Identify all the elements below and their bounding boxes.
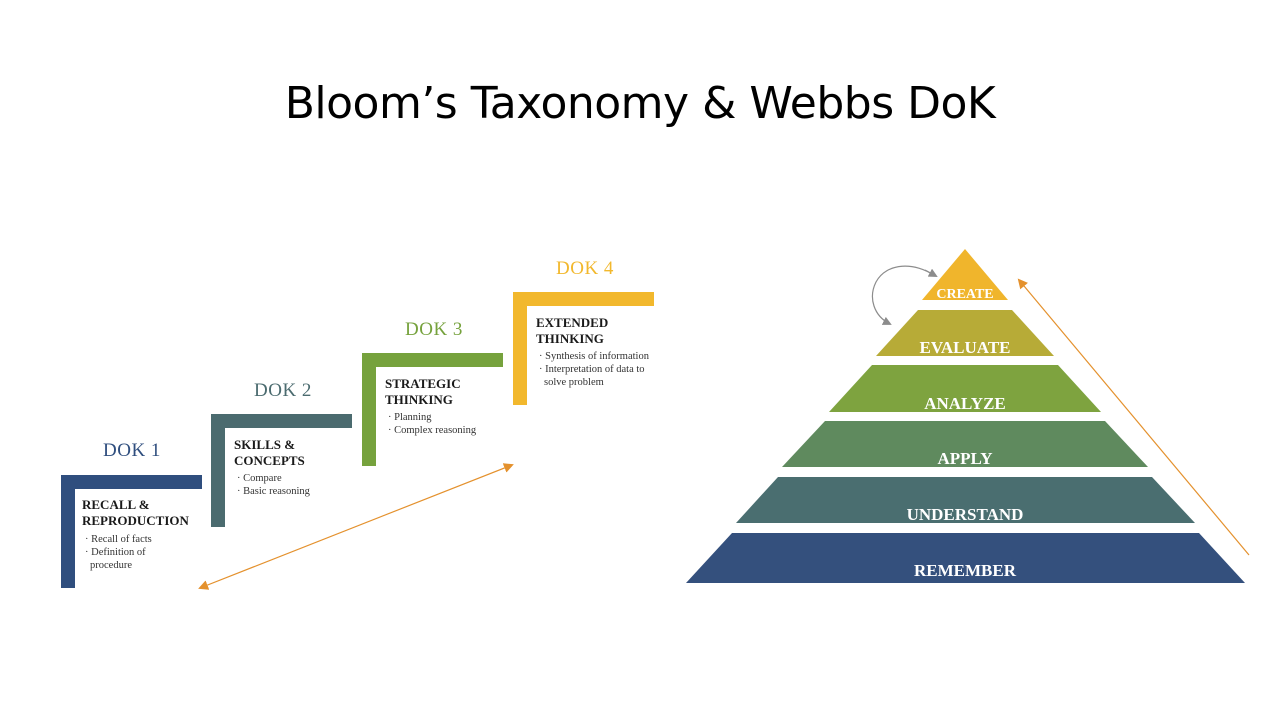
loop-arrow-head-top — [924, 268, 938, 277]
pyramid-label-analyze: ANALYZE — [924, 394, 1006, 413]
dok-4-heading: EXTENDED THINKING — [536, 315, 609, 346]
dok-1-point-1: Recall of facts — [85, 533, 190, 546]
dok-1-point-2: Definition of procedure — [85, 546, 190, 572]
dok-4-point-1: Synthesis of information — [539, 350, 651, 363]
pyramid-tier-understand — [736, 477, 1195, 523]
pyramid-tier-evaluate — [876, 310, 1054, 356]
dok-3-points: Planning Complex reasoning — [388, 411, 500, 437]
dok-3-label: DOK 3 — [405, 319, 463, 340]
dok-3-point-2: Complex reasoning — [388, 424, 500, 437]
dok-4-bar-left — [513, 292, 527, 405]
pyramid-label-evaluate: EVALUATE — [919, 338, 1010, 357]
dok-3-heading: STRATEGIC THINKING — [385, 376, 461, 407]
dok-4-points: Synthesis of information Interpretation … — [539, 350, 651, 389]
loop-arrow — [871, 265, 936, 325]
dok-1-label: DOK 1 — [103, 440, 161, 461]
pyramid-tier-remember — [686, 533, 1245, 583]
dok-3-point-1: Planning — [388, 411, 500, 424]
pyramid-label-apply: APPLY — [937, 449, 992, 468]
slide-title: Bloom’s Taxonomy & Webbs DoK — [284, 78, 996, 129]
dok-progression-arrow — [198, 463, 514, 590]
dok-4-bar-top — [513, 292, 654, 306]
pyramid-label-understand: UNDERSTAND — [907, 505, 1024, 524]
dok-3-bar-top — [362, 353, 503, 367]
pyramid-label-remember: REMEMBER — [914, 561, 1017, 580]
dok-1-bar-top — [61, 475, 202, 489]
pyramid-label-create: CREATE — [936, 287, 993, 302]
dok-4-point-2: Interpretation of data to solve problem — [539, 363, 651, 389]
dok-1-points: Recall of facts Definition of procedure — [85, 533, 190, 572]
dok-3-bar-left — [362, 353, 376, 466]
dok-4-label: DOK 4 — [556, 258, 614, 279]
dok-1-bar-left — [61, 475, 75, 588]
pyramid-tier-create — [922, 249, 1008, 300]
dok-1-heading: RECALL & REPRODUCTION — [82, 497, 189, 528]
dok-2-bar-top — [211, 414, 352, 428]
pyramid-tier-apply — [782, 421, 1148, 467]
dok-2-label: DOK 2 — [254, 380, 312, 401]
pyramid-up-arrow — [1017, 278, 1250, 556]
pyramid-tier-analyze — [829, 365, 1101, 412]
